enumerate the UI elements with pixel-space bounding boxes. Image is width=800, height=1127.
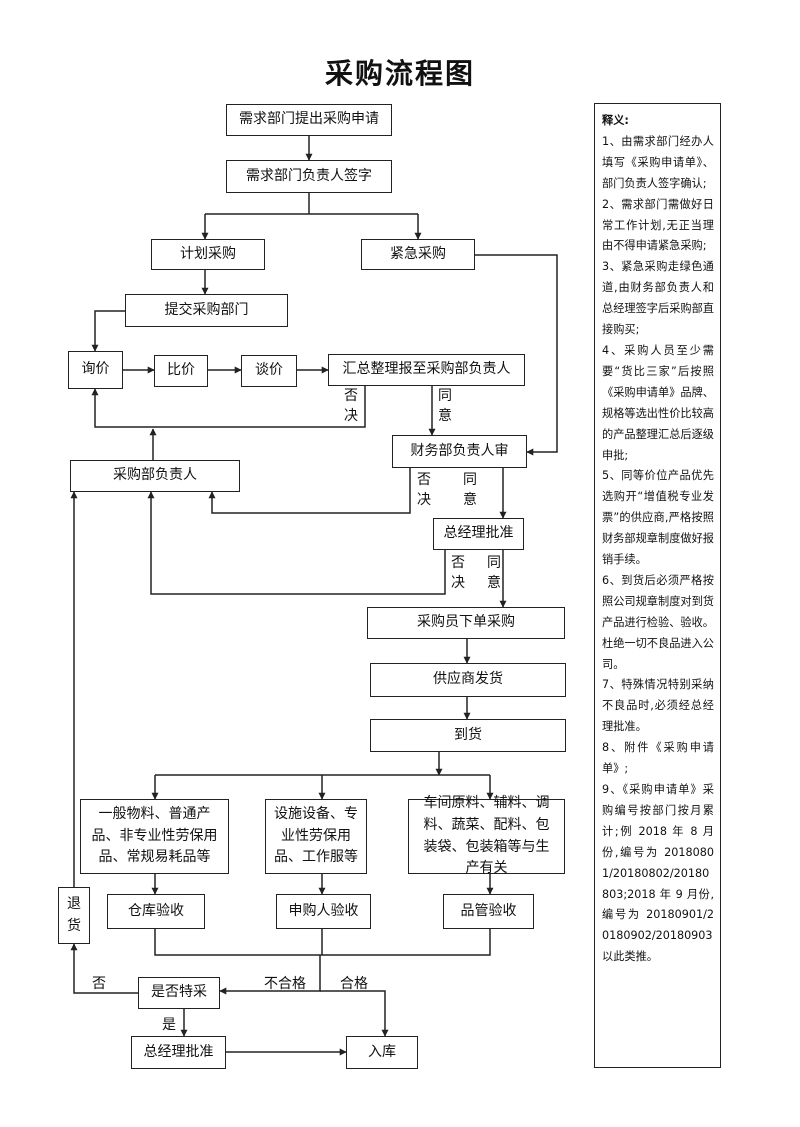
node-category-production: 车间原料、辅料、调料、蔬菜、配料、包装袋、包装箱等与生产有关 xyxy=(408,795,565,876)
node-applicant-check: 申购人验收 xyxy=(276,894,371,929)
note-item: 6、到货后必须严格按照公司规章制度对到货产品进行检验、验收。杜绝一切不良品进入公… xyxy=(602,573,714,671)
node-negotiate: 谈价 xyxy=(241,355,297,387)
label-reject-finance: 否决 xyxy=(417,472,431,509)
node-compare: 比价 xyxy=(154,355,208,387)
node-purchase-head: 采购部负责人 xyxy=(70,460,240,492)
node-warehouse-check: 仓库验收 xyxy=(107,894,205,929)
node-dept-sign: 需求部门负责人签字 xyxy=(226,160,392,193)
label-no: 否 xyxy=(92,976,106,992)
node-supplier-ship: 供应商发货 xyxy=(370,663,566,697)
notes-heading: 释义: xyxy=(602,114,629,127)
note-item: 3、紧急采购走绿色通道,由财务部负责人和总经理签字后采购部直接购买; xyxy=(602,260,714,337)
notes-panel: 释义: 1、由需求部门经办人填写《采购申请单》、部门负责人签字确认; 2、需求部… xyxy=(594,103,721,1068)
note-item: 5、同等价位产品优先选购开“增值税专业发票”的供应商,严格按照财务部规章制度做好… xyxy=(602,469,714,567)
note-item: 2、需求部门需做好日常工作计划,无正当理由不得申请紧急采购; xyxy=(602,197,714,253)
node-category-general: 一般物料、普通产品、非专业性劳保用品、常规易耗品等 xyxy=(80,799,229,874)
label-reject-summary: 否决 xyxy=(344,388,358,425)
node-planned: 计划采购 xyxy=(151,239,265,270)
node-category-equipment: 设施设备、专业性劳保用品、工作服等 xyxy=(265,799,367,874)
label-yes: 是 xyxy=(162,1017,176,1033)
label-qualified: 合格 xyxy=(340,976,368,992)
note-item: 8、附件《采购申请单》; xyxy=(602,741,714,776)
note-item: 4、采购人员至少需要“货比三家”后按照《采购申请单》品牌、规格等选出性价比较高的… xyxy=(602,343,714,462)
node-request: 需求部门提出采购申请 xyxy=(226,104,392,136)
label-agree-gm: 同意 xyxy=(487,555,501,592)
node-qc-check: 品管验收 xyxy=(443,894,534,929)
node-submit: 提交采购部门 xyxy=(125,294,288,327)
node-order: 采购员下单采购 xyxy=(367,607,565,639)
label-agree-finance: 同意 xyxy=(463,472,477,509)
node-gm-approve: 总经理批准 xyxy=(433,518,524,550)
node-summary: 汇总整理报至采购部负责人 xyxy=(328,354,525,386)
node-gm-approve-2: 总经理批准 xyxy=(131,1036,226,1069)
node-finance-review: 财务部负责人审 xyxy=(392,435,527,468)
page-title: 采购流程图 xyxy=(324,57,475,90)
node-arrival: 到货 xyxy=(370,719,566,752)
note-item: 9、《采购申请单》采购编号按部门按月累计;例 2018 年 8 月份,编号为 2… xyxy=(602,783,714,964)
node-return: 退货 xyxy=(58,887,90,944)
label-agree-summary: 同意 xyxy=(438,388,452,425)
label-unqualified: 不合格 xyxy=(264,976,306,992)
node-urgent: 紧急采购 xyxy=(361,239,475,270)
node-inquiry: 询价 xyxy=(68,351,123,389)
note-item: 1、由需求部门经办人填写《采购申请单》、部门负责人签字确认; xyxy=(602,134,714,190)
note-item: 7、特殊情况特别采纳不良品时,必须经总经理批准。 xyxy=(602,678,714,734)
node-special: 是否特采 xyxy=(138,977,220,1009)
label-reject-gm: 否决 xyxy=(451,555,465,592)
node-storage: 入库 xyxy=(346,1036,418,1069)
